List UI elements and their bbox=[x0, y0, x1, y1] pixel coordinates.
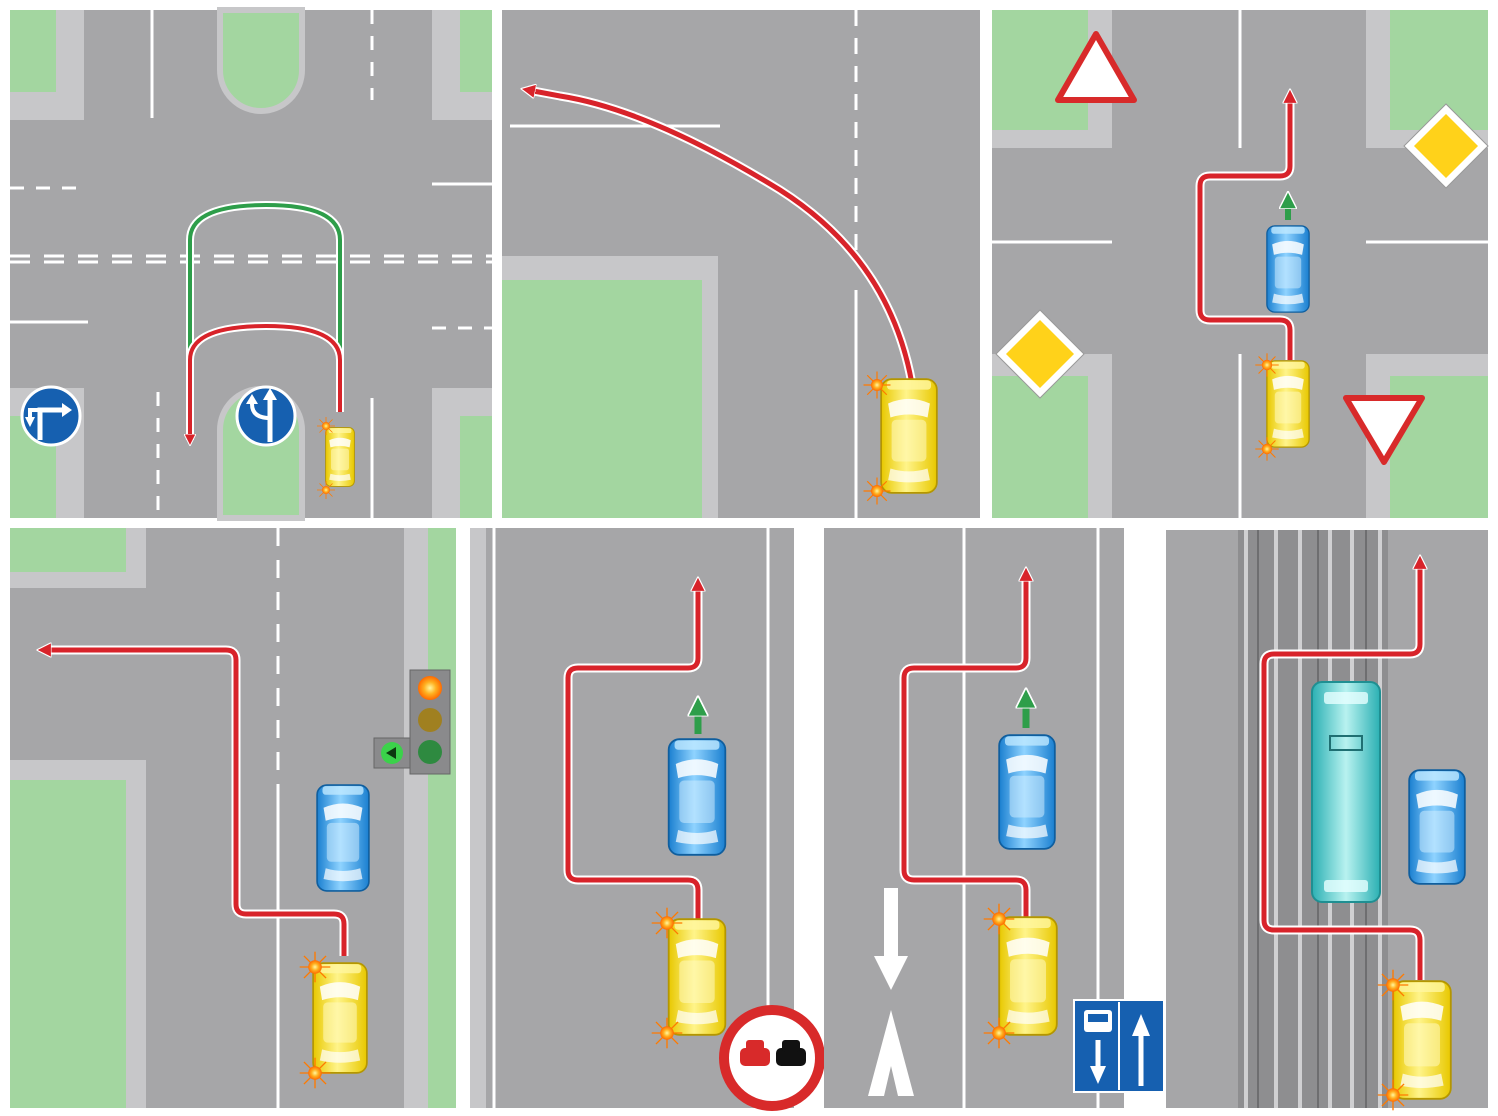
panel-6 bbox=[824, 528, 1165, 1108]
turn-signal-flash-icon bbox=[316, 480, 336, 500]
turn-signal-flash-icon bbox=[1377, 1079, 1409, 1111]
blue-car bbox=[667, 738, 727, 856]
turn-path bbox=[528, 90, 915, 385]
panel-4 bbox=[10, 528, 456, 1108]
turn-signal-flash-icon bbox=[1377, 969, 1409, 1001]
overtake-path bbox=[565, 584, 698, 920]
panel-7 bbox=[1166, 530, 1488, 1111]
direction-sign-icon bbox=[20, 385, 82, 447]
priority-road-sign-icon bbox=[1403, 103, 1489, 189]
turn-path bbox=[44, 650, 347, 956]
tram bbox=[1311, 681, 1381, 903]
turn-signal-flash-icon bbox=[862, 476, 892, 506]
yield-sign-icon bbox=[1343, 395, 1425, 465]
priority-road-sign-icon bbox=[995, 309, 1085, 399]
turn-signal-flash-icon bbox=[651, 1017, 683, 1049]
direction-sign-icon bbox=[235, 385, 297, 447]
yield-sign-icon bbox=[1055, 31, 1137, 103]
blue-car bbox=[998, 734, 1056, 850]
overtake-path bbox=[901, 574, 1026, 920]
traffic-light-icon bbox=[373, 669, 451, 775]
reverse-lane-arrow bbox=[868, 888, 914, 1096]
turn-signal-flash-icon bbox=[299, 1057, 331, 1089]
yellow-car bbox=[1266, 360, 1310, 448]
blue-car bbox=[1408, 769, 1466, 885]
overtake-path bbox=[1197, 96, 1290, 360]
yellow-car bbox=[312, 962, 368, 1074]
turn-signal-flash-icon bbox=[862, 370, 892, 400]
turn-signal-flash-icon bbox=[316, 416, 336, 436]
yellow-car bbox=[880, 378, 938, 494]
yellow-car bbox=[1392, 980, 1452, 1100]
panel-2 bbox=[502, 10, 980, 518]
yellow-car bbox=[667, 918, 727, 1036]
blue-car bbox=[316, 784, 370, 892]
turn-signal-flash-icon bbox=[983, 1017, 1015, 1049]
turn-signal-flash-icon bbox=[299, 951, 331, 983]
turn-signal-flash-icon bbox=[1254, 352, 1280, 378]
overtake-path bbox=[1261, 562, 1420, 980]
yellow-car bbox=[325, 427, 355, 487]
panel-3 bbox=[992, 10, 1489, 518]
blue-car bbox=[1266, 225, 1310, 313]
no-overtaking-sign-icon bbox=[719, 1005, 825, 1111]
bus-lane-sign-icon bbox=[1073, 999, 1165, 1093]
turn-signal-flash-icon bbox=[983, 903, 1015, 935]
turn-signal-flash-icon bbox=[1254, 436, 1280, 462]
panel-1 bbox=[10, 7, 492, 521]
panel-5 bbox=[470, 528, 825, 1111]
turn-signal-flash-icon bbox=[651, 907, 683, 939]
yellow-car bbox=[998, 916, 1058, 1036]
